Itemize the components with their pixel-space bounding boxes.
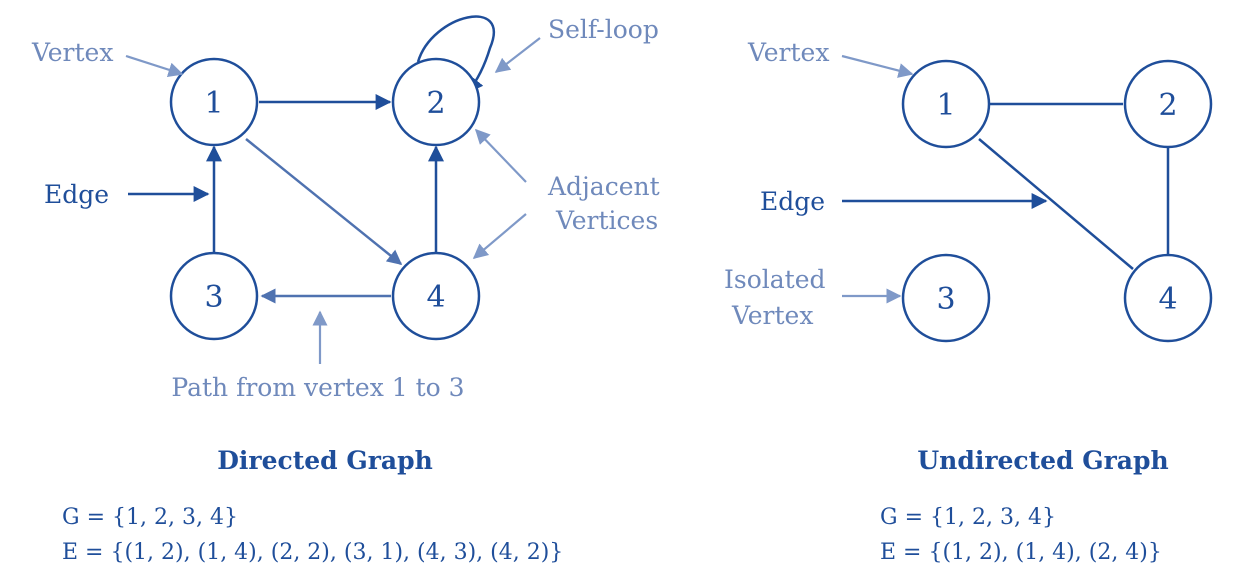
undirected-edge-1-4 (978, 138, 1134, 270)
undirected-vertex-set: G = {1, 2, 3, 4} (880, 505, 1056, 530)
edge-1-4 (245, 138, 403, 265)
svg-text:4: 4 (426, 280, 445, 315)
directed-graph: 1 2 3 4 Vertex Self-loop Edge Adjacent V… (31, 15, 660, 565)
adjacent-annotation-line2: Vertices (555, 206, 658, 235)
undirected-graph-title: Undirected Graph (917, 446, 1168, 475)
isolated-annotation-line1: Isolated (724, 265, 826, 294)
undirected-graph: 1 2 3 4 Vertex Edge Isolated Vertex Undi… (724, 38, 1213, 565)
directed-vertex-set: G = {1, 2, 3, 4} (62, 505, 238, 530)
svg-text:1: 1 (204, 86, 223, 121)
svg-text:3: 3 (204, 280, 223, 315)
svg-text:2: 2 (1158, 88, 1177, 123)
svg-text:3: 3 (936, 282, 955, 317)
directed-vertex-1: 1 (169, 57, 259, 147)
svg-text:4: 4 (1158, 282, 1177, 317)
edge-annotation: Edge (44, 180, 109, 209)
undirected-vertex-2: 2 (1123, 59, 1213, 149)
self-loop-pointer-arrow (494, 37, 541, 73)
adjacent-pointer-arrow-lower (472, 213, 527, 259)
undirected-vertex-3: 3 (901, 253, 991, 343)
adjacent-annotation-line1: Adjacent (547, 172, 660, 201)
directed-graph-title: Directed Graph (217, 446, 433, 475)
directed-vertex-2: 2 (391, 57, 481, 147)
isolated-annotation-line2: Vertex (731, 301, 813, 330)
undirected-vertex-4: 4 (1123, 253, 1213, 343)
svg-text:2: 2 (426, 86, 445, 121)
path-annotation: Path from vertex 1 to 3 (171, 373, 464, 402)
adjacent-pointer-arrow-upper (474, 128, 527, 183)
edge-2-2-self-loop (416, 15, 495, 94)
directed-vertex-3: 3 (169, 251, 259, 341)
undirected-edge-annotation: Edge (760, 187, 825, 216)
undirected-vertex-1: 1 (901, 59, 991, 149)
svg-text:1: 1 (936, 88, 955, 123)
vertex-annotation: Vertex (31, 38, 113, 67)
self-loop-annotation: Self-loop (548, 15, 659, 44)
undirected-vertex-annotation: Vertex (747, 38, 829, 67)
vertex-pointer-arrow (125, 54, 184, 78)
directed-vertex-4: 4 (391, 251, 481, 341)
undirected-edge-set: E = {(1, 2), (1, 4), (2, 4)} (880, 540, 1162, 565)
undirected-vertex-pointer-arrow (841, 54, 914, 78)
directed-edge-set: E = {(1, 2), (1, 4), (2, 2), (3, 1), (4,… (62, 540, 563, 565)
